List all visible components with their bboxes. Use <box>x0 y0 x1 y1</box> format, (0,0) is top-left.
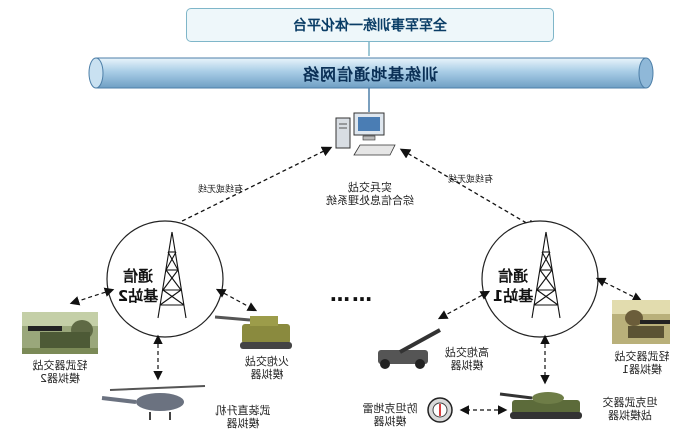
station-2-circle <box>106 220 224 338</box>
station1-links <box>437 277 643 415</box>
helicopter-image <box>101 385 206 420</box>
computer-icon <box>335 112 396 156</box>
platform-box: 全军军事训练一体化平台 <box>186 8 554 42</box>
device-label-tank: 坦克武器交 战模拟器 <box>602 396 658 422</box>
device-label-mine: 防坦克地雷 模拟器 <box>362 402 418 428</box>
artillery-image <box>214 315 292 349</box>
link-center-station2 <box>157 146 333 234</box>
platform-title: 全军军事训练一体化平台 <box>293 18 447 34</box>
radio-tower-icon <box>531 231 561 319</box>
tank-image <box>499 392 582 419</box>
device-label-soldier-2: 轻武器交战 模拟器2 <box>32 359 88 385</box>
separator-dots: …… <box>330 282 374 306</box>
network-pipe <box>88 57 654 89</box>
station2-links <box>69 287 258 381</box>
mine-image <box>427 397 453 423</box>
station-2-label: 通信 基站2 <box>117 267 159 305</box>
link-label-left: 有线或无线 <box>198 185 244 195</box>
device-label-artillery: 火炮交战 模拟器 <box>245 355 289 381</box>
mortar-image <box>378 328 441 369</box>
network-label: 训练基地通信网络 <box>301 65 438 84</box>
center-node-label: 实兵交战 综合信息处理系统 <box>326 181 414 207</box>
station-1-label: 通信 基站1 <box>492 267 534 305</box>
device-label-soldier-1: 轻武器交战 模拟器1 <box>614 350 670 376</box>
soldier-1-image <box>612 300 670 344</box>
soldier-2-image <box>22 312 98 354</box>
network-label-wrap: 训练基地通信网络 <box>90 58 650 88</box>
link-center-station1 <box>399 148 538 230</box>
radio-tower-icon <box>157 231 187 319</box>
device-label-mortar: 高炮交战 模拟器 <box>445 346 489 372</box>
device-label-helicopter: 武装直升机 模拟器 <box>215 404 271 430</box>
link-label-right: 有线或无线 <box>448 175 494 185</box>
